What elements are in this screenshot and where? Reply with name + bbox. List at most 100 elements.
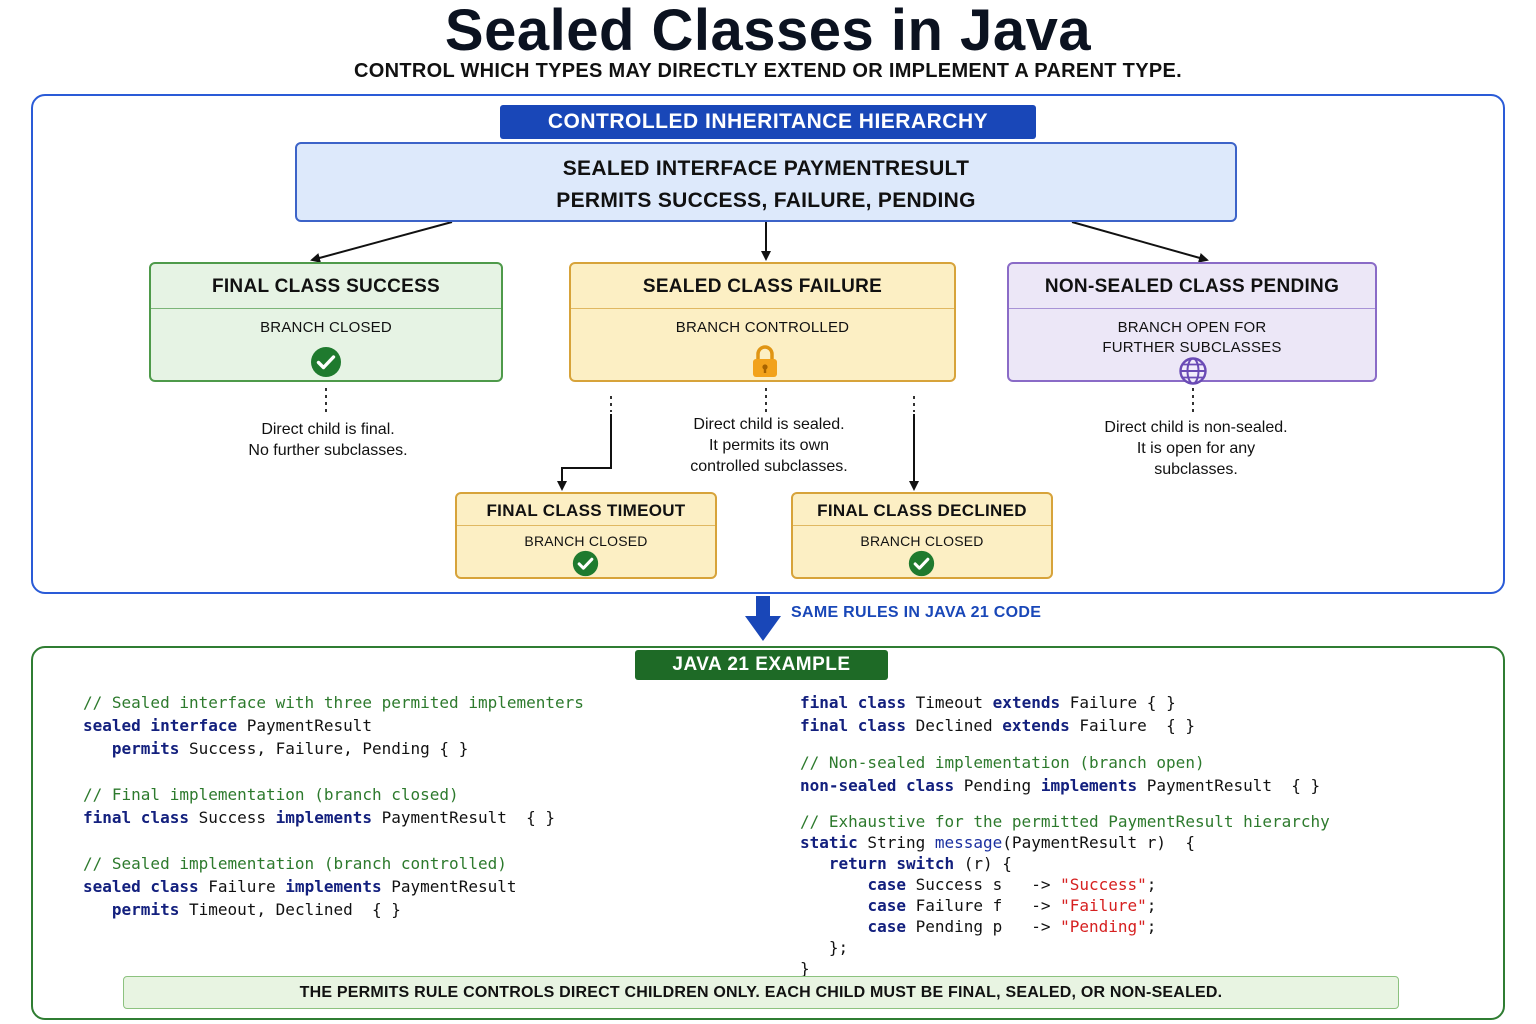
- code-keyword: implements: [1040, 776, 1138, 795]
- note-pending: Direct child is non-sealed. It is open f…: [1060, 417, 1332, 480]
- globe-icon: [1179, 357, 1207, 385]
- node-pending-title: NON-SEALED CLASS PENDING: [1044, 276, 1340, 297]
- code-line: sealed class Failure implements PaymentR…: [83, 875, 584, 898]
- code-text: String: [857, 833, 935, 852]
- node-divider: [571, 308, 954, 309]
- code-string: "Failure": [1060, 896, 1147, 915]
- code-text: PaymentResult: [381, 877, 517, 896]
- node-divider: [793, 525, 1051, 526]
- code-text: [83, 739, 112, 758]
- code-line: final class Timeout extends Failure { }: [800, 691, 1195, 714]
- lock-icon: [753, 345, 777, 377]
- code-text: }: [800, 959, 810, 978]
- code-text: [83, 900, 112, 919]
- code-line: permits Success, Failure, Pending { }: [83, 737, 584, 760]
- code-keyword: permits: [111, 900, 180, 919]
- code-line: return switch (r) {: [800, 853, 1330, 874]
- code-comment: // Sealed interface with three permited …: [83, 693, 584, 712]
- code-keyword: implements: [275, 808, 372, 827]
- code-comment: // Exhaustive for the permitted PaymentR…: [800, 812, 1330, 831]
- code-string: "Pending": [1060, 917, 1147, 936]
- code-text: [800, 917, 867, 936]
- code-line: non-sealed class Pending implements Paym…: [800, 774, 1320, 797]
- code-text: PaymentResult: [237, 716, 372, 735]
- code-block-right-b: // Non-sealed implementation (branch ope…: [800, 751, 1320, 797]
- code-line: // Non-sealed implementation (branch ope…: [800, 751, 1320, 774]
- code-line: [83, 829, 584, 852]
- code-text: Failure { }: [1069, 716, 1195, 735]
- code-keyword: case: [867, 875, 906, 894]
- code-keyword: sealed interface: [83, 716, 238, 735]
- example-panel: [31, 646, 1505, 1020]
- code-keyword: sealed class: [83, 877, 199, 896]
- node-declined-status: BRANCH CLOSED: [860, 533, 984, 549]
- node-success-title: FINAL CLASS SUCCESS: [211, 276, 441, 297]
- code-text: };: [800, 938, 849, 957]
- node-success-status: BRANCH CLOSED: [260, 319, 392, 336]
- transition-arrow-icon: [745, 596, 781, 641]
- transition-label: SAME RULES IN JAVA 21 CODE: [791, 604, 1042, 621]
- node-divider: [151, 308, 501, 309]
- code-text: Pending: [954, 776, 1041, 795]
- code-line: final class Declined extends Failure { }: [800, 714, 1195, 737]
- note-failure-line-2: It permits its own: [708, 437, 830, 454]
- code-block-right-c: // Exhaustive for the permitted PaymentR…: [800, 811, 1330, 979]
- code-line: permits Timeout, Declined { }: [83, 898, 584, 921]
- code-text: Success: [188, 808, 276, 827]
- note-success-line-2: No further subclasses.: [248, 442, 408, 459]
- page-title: Sealed Classes in Java: [444, 0, 1092, 63]
- code-line: // Exhaustive for the permitted PaymentR…: [800, 811, 1330, 832]
- hierarchy-banner: CONTROLLED INHERITANCE HIERARCHY: [500, 105, 1036, 139]
- node-timeout-status: BRANCH CLOSED: [524, 533, 648, 549]
- code-block-left: // Sealed interface with three permited …: [83, 691, 584, 921]
- note-failure-line-3: controlled subclasses.: [690, 458, 848, 475]
- node-declined: FINAL CLASS DECLINED BRANCH CLOSED: [791, 492, 1053, 579]
- node-declined-title: FINAL CLASS DECLINED: [817, 501, 1027, 520]
- code-line: final class Success implements PaymentRe…: [83, 806, 584, 829]
- code-line: case Failure f -> "Failure";: [800, 895, 1330, 916]
- code-keyword: final class: [83, 808, 189, 827]
- code-keyword: non-sealed class: [800, 776, 955, 795]
- note-failure-line-1: Direct child is sealed.: [693, 416, 845, 433]
- code-line: case Pending p -> "Pending";: [800, 916, 1330, 937]
- code-comment: // Sealed implementation (branch control…: [83, 854, 507, 873]
- code-keyword: implements: [285, 877, 382, 896]
- code-text: Pending p ->: [905, 917, 1061, 936]
- check-icon: [908, 550, 935, 577]
- arrow-root-to-success: [310, 221, 453, 263]
- example-banner: JAVA 21 EXAMPLE: [635, 650, 888, 680]
- code-text: (PaymentResult r) {: [1002, 833, 1195, 852]
- code-keyword: return switch: [828, 854, 955, 873]
- code-line: [83, 760, 584, 783]
- code-keyword: case: [867, 896, 906, 915]
- code-text: Failure f ->: [905, 896, 1061, 915]
- code-text: PaymentResult { }: [1137, 776, 1321, 795]
- note-pending-line-3: subclasses.: [1154, 461, 1238, 478]
- node-pending-status: BRANCH OPEN FOR FURTHER SUBCLASSES: [1009, 318, 1375, 358]
- code-text: ;: [1146, 896, 1157, 915]
- code-line: }: [800, 958, 1330, 979]
- code-line: static String message(PaymentResult r) {: [800, 832, 1330, 853]
- node-divider: [457, 525, 715, 526]
- code-line: // Final implementation (branch closed): [83, 783, 584, 806]
- node-failure-title: SEALED CLASS FAILURE: [642, 276, 883, 297]
- code-line: // Sealed implementation (branch control…: [83, 852, 584, 875]
- check-icon: [311, 347, 341, 377]
- code-text: Declined: [905, 716, 1003, 735]
- code-text: Failure: [198, 877, 286, 896]
- code-block-right-a: final class Timeout extends Failure { }f…: [800, 691, 1195, 737]
- arrow-failure-to-timeout: [557, 414, 612, 491]
- node-pending-status-line-2: FURTHER SUBCLASSES: [1102, 339, 1282, 356]
- arrow-root-to-pending: [1071, 221, 1209, 263]
- node-pending-status-line-1: BRANCH OPEN FOR: [1117, 319, 1267, 336]
- code-keyword: extends: [992, 693, 1061, 712]
- note-pending-line-1: Direct child is non-sealed.: [1104, 419, 1288, 436]
- code-keyword: permits: [111, 739, 180, 758]
- code-keyword: final class: [800, 693, 906, 712]
- code-text: Timeout: [905, 693, 993, 712]
- code-comment: // Final implementation (branch closed): [83, 785, 459, 804]
- code-string: "Success": [1060, 875, 1147, 894]
- note-pending-line-2: It is open for any: [1136, 440, 1256, 457]
- note-failure: Direct child is sealed. It permits its o…: [650, 414, 888, 477]
